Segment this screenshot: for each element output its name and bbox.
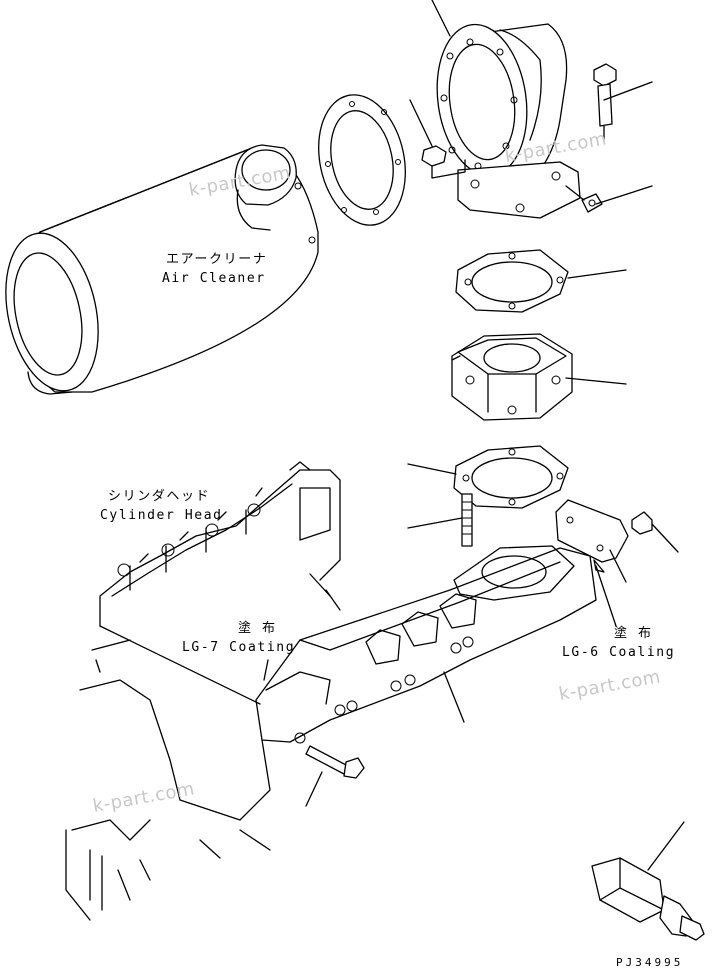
coating-right-label-jp: 塗 布 [614, 625, 653, 641]
cylinder-head-label-en: Cylinder Head [100, 508, 223, 523]
stud-bolt [461, 493, 473, 547]
air-cleaner-label-en: Air Cleaner [162, 271, 266, 286]
cap-screw [565, 185, 603, 213]
watermark: k-part.com [91, 778, 196, 817]
air-cleaner-label-jp: エアークリーナ [166, 252, 267, 267]
coating-left-label-en: LG-7 Coating [182, 640, 295, 655]
gasket-upper [455, 249, 569, 313]
gasket-lower [453, 445, 569, 509]
nut [421, 145, 466, 179]
cylinder-head [65, 461, 341, 921]
gasket-large [318, 94, 406, 226]
manifold-bolt [305, 745, 365, 807]
coating-left-label-jp: 塗 布 [238, 620, 277, 636]
air-cleaner [5, 144, 319, 395]
watermark: k-part.com [557, 666, 662, 705]
tool-part [591, 821, 705, 941]
leader-lines [263, 0, 653, 723]
bolt-right [631, 511, 679, 553]
exhaust-elbow [436, 23, 581, 219]
spacer-block [451, 333, 573, 421]
drawing-code: PJ34995 [616, 956, 683, 969]
bolt-top [593, 63, 617, 141]
cover-plate [555, 499, 629, 563]
exhaust-manifold [255, 545, 597, 744]
cylinder-head-label-jp: シリンダヘッド [108, 489, 210, 504]
coating-right-label-en: LG-6 Coaling [562, 645, 675, 660]
